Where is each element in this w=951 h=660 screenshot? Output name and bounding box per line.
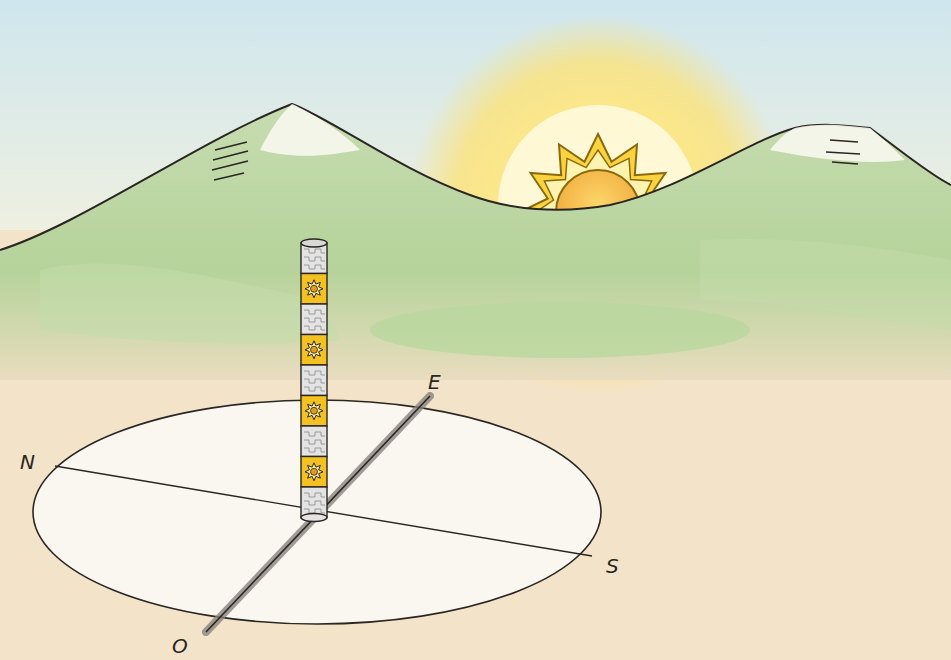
- compass-letter: E: [428, 372, 441, 392]
- compass-letter: N: [20, 452, 35, 472]
- compass-letter: S: [606, 556, 619, 576]
- compass-letter: O: [172, 636, 188, 656]
